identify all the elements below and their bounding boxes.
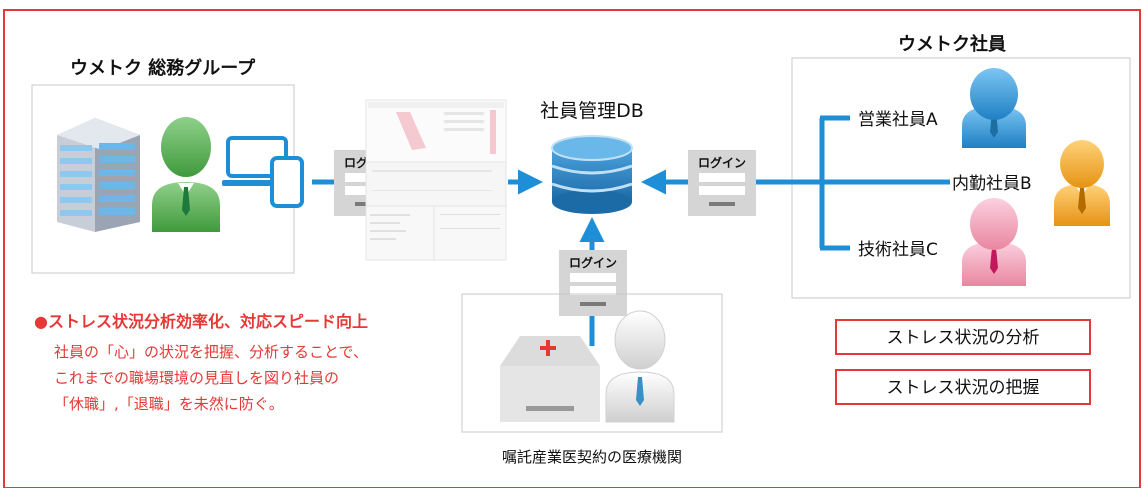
employee-label-c: 技術社員C [858, 240, 938, 260]
employee-b-icon [1054, 140, 1110, 226]
login-box-employees: ログイン [688, 150, 756, 216]
benefit-line-3: 「休職」,「退職」を未然に防ぐ。 [54, 395, 284, 413]
login-box-medical: ログイン [559, 250, 627, 316]
medical-panel [461, 293, 723, 433]
database-label: 社員管理DB [540, 100, 644, 122]
result-grasp-label: ストレス状況の把握 [887, 378, 1040, 398]
outer-frame [3, 9, 1141, 488]
employee-label-a: 営業社員A [858, 110, 938, 130]
result-box-analysis: ストレス状況の分析 [835, 319, 1091, 355]
doctor-person-icon [605, 310, 675, 423]
office-building-icon [57, 118, 140, 232]
login-label: ログイン [569, 255, 617, 270]
smartphone-icon [270, 156, 304, 208]
medical-label: 嘱託産業医契約の医療機関 [502, 448, 682, 466]
employee-label-b: 内勤社員B [952, 174, 1032, 194]
employee-a-icon [962, 68, 1026, 148]
hospital-icon [500, 336, 600, 422]
system-screenshot-thumbnails [365, 99, 507, 261]
login-label: ログイン [698, 155, 746, 170]
result-analysis-label: ストレス状況の分析 [887, 328, 1040, 348]
benefit-line-1: 社員の「心」の状況を把握、分析することで、 [54, 343, 368, 361]
employees-title: ウメトク社員 [898, 33, 1006, 55]
general-affairs-title: ウメトク 総務グループ [70, 57, 256, 79]
benefit-heading: ●ストレス状況分析効率化、対応スピード向上 [34, 312, 368, 331]
employee-c-icon [962, 198, 1026, 286]
database-icon [551, 135, 633, 214]
staff-person-icon [152, 117, 220, 232]
employee-bracket-connector [756, 115, 950, 251]
benefit-line-2: これまでの職場環境の見直しを図り社員の [54, 369, 339, 387]
result-box-grasp: ストレス状況の把握 [835, 369, 1091, 405]
